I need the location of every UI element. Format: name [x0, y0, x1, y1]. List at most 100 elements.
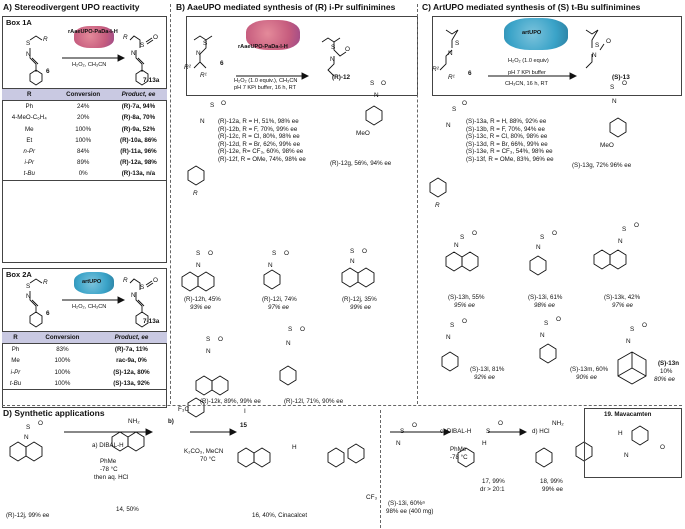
cmpd-13l-n: N — [446, 334, 451, 341]
cmpd-13h-s: S — [460, 234, 465, 241]
cmpd-13n-label: (S)-13n — [658, 360, 679, 367]
panel-c-sm-s: S — [455, 40, 460, 47]
d-sm2-label1: 98% ee (400 mg) — [386, 508, 434, 515]
panel-c-scheme-box — [432, 16, 682, 96]
cmpd-12l-s: S — [288, 326, 293, 333]
col-r: R — [2, 330, 29, 345]
cmpd-13i-s: S — [540, 234, 545, 241]
box1-sm-s: S — [26, 40, 31, 47]
panel-c-prod-s: S — [595, 42, 600, 49]
cmpd-12h-o: O — [208, 250, 213, 257]
panel-c-prod-n: N — [592, 52, 597, 59]
d-step-b-cond0: K₂CO₃, MeCN — [184, 448, 224, 455]
panel-b-series-o: O — [221, 100, 226, 107]
d-19-o: O — [660, 444, 665, 451]
panel-b-sm-label: 6 — [220, 60, 224, 67]
panel-c-sm-r1: R¹ — [448, 74, 455, 81]
cmpd-12j-label: (R)-12j, 35% — [342, 296, 377, 303]
d-14-label: 14, 50% — [116, 506, 139, 513]
cmpd-13i-label: (S)-13i, 61% — [528, 294, 563, 301]
cmpd-12i-o: O — [284, 250, 289, 257]
panel-b-prod-n: N — [330, 56, 335, 63]
panel-c-cond3: CH₃CN, 16 h, RT — [505, 81, 548, 87]
box2-prod-s: S — [140, 284, 145, 291]
d-16-nh: H — [292, 444, 297, 451]
d-step-a-3: then aq. HCl — [94, 474, 129, 481]
cmpd-13l-label: (S)-13l, 81% — [470, 366, 505, 373]
panel-b-sm-r1: R¹ — [200, 72, 207, 79]
cmpd-12h-ee: 93% ee — [190, 304, 211, 311]
panel-b-series-1: (R)-12b, R = F, 70%, 99% ee — [218, 125, 298, 133]
d-step-a-0: a) DIBAL-H — [92, 442, 124, 449]
mavacamten-box — [584, 408, 682, 478]
panel-b-series-5: (R)-12f, R = OMe, 74%, 98% ee — [218, 155, 306, 163]
panel-b-title: B) AaeUPO mediated synthesis of (R) i-Pr… — [176, 2, 396, 12]
panel-b-prod-o: O — [345, 46, 350, 53]
panel-b-cond2: pH 7 KPi buffer, 16 h, RT — [234, 85, 296, 91]
box1-prod-r: R — [123, 34, 128, 41]
cmpd-13n-s: S — [630, 326, 635, 333]
panel-c-series-o: O — [462, 100, 467, 107]
col-product: Product, ee — [109, 87, 167, 102]
cmpd-13m-label: (S)-13m, 60% — [570, 366, 609, 373]
panel-b-prod-label: (R)-12 — [332, 74, 351, 81]
box2-enzyme: artUPO — [82, 279, 102, 285]
cmpd-13g-o: O — [622, 80, 627, 87]
cmpd-12l-o: O — [300, 326, 305, 333]
d-step-c-0: c) DIBAL-H — [440, 428, 472, 435]
col-conversion: Conversion — [56, 87, 110, 102]
box2-prod-o: O — [153, 277, 158, 284]
panel-c-sm-r2: R² — [432, 66, 439, 73]
cmpd-13h-label: (S)-13h, 55% — [448, 294, 485, 301]
cmpd-13n-n: N — [626, 338, 631, 345]
cmpd-12i-n: N — [268, 262, 273, 269]
d-sm-o: O — [38, 420, 43, 427]
d-17-nh: H — [482, 440, 487, 447]
cmpd-13k-n: N — [618, 238, 623, 245]
enzyme-aaeupo-b-icon — [246, 20, 300, 50]
cmpd-13g-label: (S)-13g, 72% 96% ee — [572, 162, 632, 169]
box1-conditions: H₂O₂, CH₃CN — [72, 62, 107, 68]
cmpd-13k-o: O — [634, 222, 639, 229]
box1-prod-s: S — [140, 42, 145, 49]
d-18-nh2: NH₂ — [552, 420, 564, 427]
panel-c-sm-n: N — [448, 50, 453, 57]
d-17-label1: dr > 20:1 — [480, 486, 505, 493]
panel-b-series-0: (R)-12a, R = H, 51%, 98% ee — [218, 118, 299, 125]
panel-b-series-2: (R)-12c, R = Cl, 80%, 98% ee — [218, 133, 300, 140]
box1-sm-n: N — [26, 51, 31, 58]
d-step-c-2: -78 °C — [450, 454, 468, 461]
d-step-a-2: -78 °C — [100, 466, 118, 473]
panel-b-series-r: R — [193, 190, 198, 197]
d-15-label: 15 — [240, 422, 247, 429]
cmpd-13m-o: O — [556, 316, 561, 323]
d-19-label: 19. Mavacamten — [604, 411, 652, 418]
cmpd-13k-s: S — [622, 226, 627, 233]
cmpd-13i-ee: 98% ee — [534, 302, 555, 309]
cmpd-12k-n: N — [206, 348, 211, 355]
d-19-n: N — [624, 452, 629, 459]
box1-prod-n: N — [131, 50, 136, 57]
cmpd-13l-ee: 92% ee — [474, 374, 495, 381]
d-17-s: S — [486, 428, 491, 435]
box-1a — [2, 16, 167, 263]
cmpd-13h-ee: 95% ee — [454, 302, 475, 309]
cmpd-13k-ee: 97% ee — [612, 302, 633, 309]
panel-c-series-1: (S)-13b, R = F, 70%, 94% ee — [466, 125, 545, 133]
cmpd-12l-n: N — [286, 340, 291, 347]
d-step-b-cond1: 70 °C — [200, 456, 216, 463]
d-19-h: H — [618, 430, 623, 437]
cmpd-12j-o: O — [362, 248, 367, 255]
enzyme-artupo-icon — [74, 272, 114, 294]
cmpd-12g-s: S — [370, 80, 375, 87]
panel-b-series-n: N — [200, 118, 205, 125]
enzyme-artupo-c-icon — [504, 18, 568, 50]
divider-a-b — [170, 4, 171, 404]
cmpd-13k-label: (S)-13k, 42% — [604, 294, 641, 301]
